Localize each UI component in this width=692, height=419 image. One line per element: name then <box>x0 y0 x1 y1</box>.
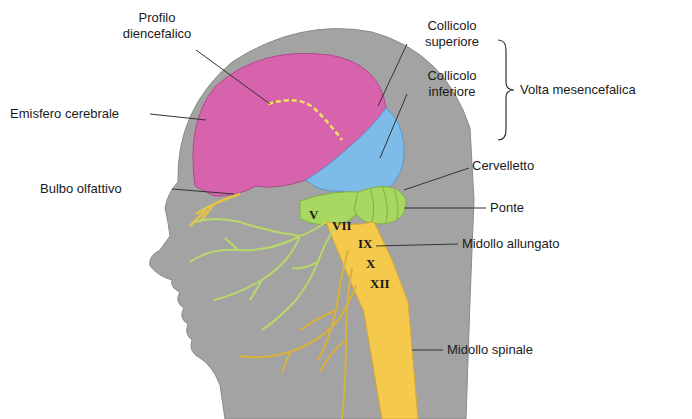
pons <box>300 192 362 225</box>
bracket <box>498 40 514 140</box>
nerve-number: IX <box>358 236 372 252</box>
diencephalic-profile <box>268 100 342 140</box>
cerebellar-folia <box>370 186 398 223</box>
cerebellum <box>354 187 406 224</box>
head-silhouette <box>150 29 474 419</box>
anatomy-label: Collicolo inferiore <box>410 68 494 100</box>
anatomy-label: Profilo diencefalico <box>112 10 202 42</box>
anatomy-label: Emisfero cerebrale <box>10 106 119 122</box>
anatomy-label: Bulbo olfattivo <box>40 181 122 197</box>
anatomy-label: Midollo spinale <box>447 342 533 358</box>
anatomy-label: Ponte <box>490 200 524 216</box>
group-label: Volta mesencefalica <box>520 82 636 98</box>
nerve-number: XII <box>370 276 390 292</box>
cranial-nerves-ix-x-xii <box>240 250 356 419</box>
anatomy-label: Midollo allungato <box>462 236 560 252</box>
mesencephalic-tectum <box>306 108 404 193</box>
nerve-number: X <box>366 256 375 272</box>
cranial-nerves-v-vii <box>190 219 336 330</box>
medulla-spinal-cord <box>326 222 418 419</box>
anatomy-label: Collicolo superiore <box>410 18 494 50</box>
anatomy-label: Cervelletto <box>472 158 534 174</box>
nerve-number: V <box>309 207 318 223</box>
nerve-number: VII <box>332 218 352 234</box>
